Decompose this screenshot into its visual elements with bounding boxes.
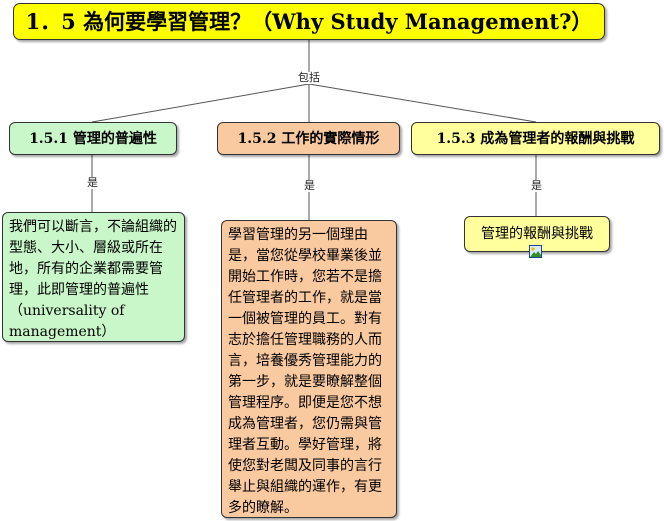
universality-body-node[interactable]: 我們可以斷言，不論組織的型態、大小、層級或所在地，所有的企業都需要管理，此即管理… (2, 212, 185, 342)
rewards-heading-text: 1.5.3 成為管理者的報酬與挑戰 (436, 131, 635, 147)
reality-body-text: 學習管理的另一個理由是，當您從學校畢業後並開始工作時，您若不是擔任管理者的工作，… (228, 227, 382, 516)
image-icon[interactable] (529, 245, 542, 258)
reality-heading-text: 1.5.2 工作的實際情形 (237, 131, 380, 147)
rewards-heading-node[interactable]: 1.5.3 成為管理者的報酬與挑戰 (411, 122, 660, 155)
universality-body-text: 我們可以斷言，不論組織的型態、大小、層級或所在地，所有的企業都需要管理，此即管理… (9, 219, 177, 340)
universality-heading-text: 1.5.1 管理的普遍性 (29, 131, 157, 147)
edge-label-is-2: 是 (303, 179, 316, 192)
main-topic-node[interactable]: 1．5 為何要學習管理？（Why Study Management?） (13, 3, 605, 40)
reality-heading-node[interactable]: 1.5.2 工作的實際情形 (217, 122, 400, 155)
universality-heading-node[interactable]: 1.5.1 管理的普遍性 (9, 122, 177, 155)
edge-label-include: 包括 (297, 71, 321, 84)
reality-body-node[interactable]: 學習管理的另一個理由是，當您從學校畢業後並開始工作時，您若不是擔任管理者的工作，… (221, 220, 397, 518)
edge-label-is-1: 是 (86, 176, 99, 189)
edge-label-is-3: 是 (530, 179, 543, 192)
rewards-body-text: 管理的報酬與挑戰 (481, 226, 593, 242)
main-topic-title: 1．5 為何要學習管理？（Why Study Management?） (25, 9, 593, 34)
